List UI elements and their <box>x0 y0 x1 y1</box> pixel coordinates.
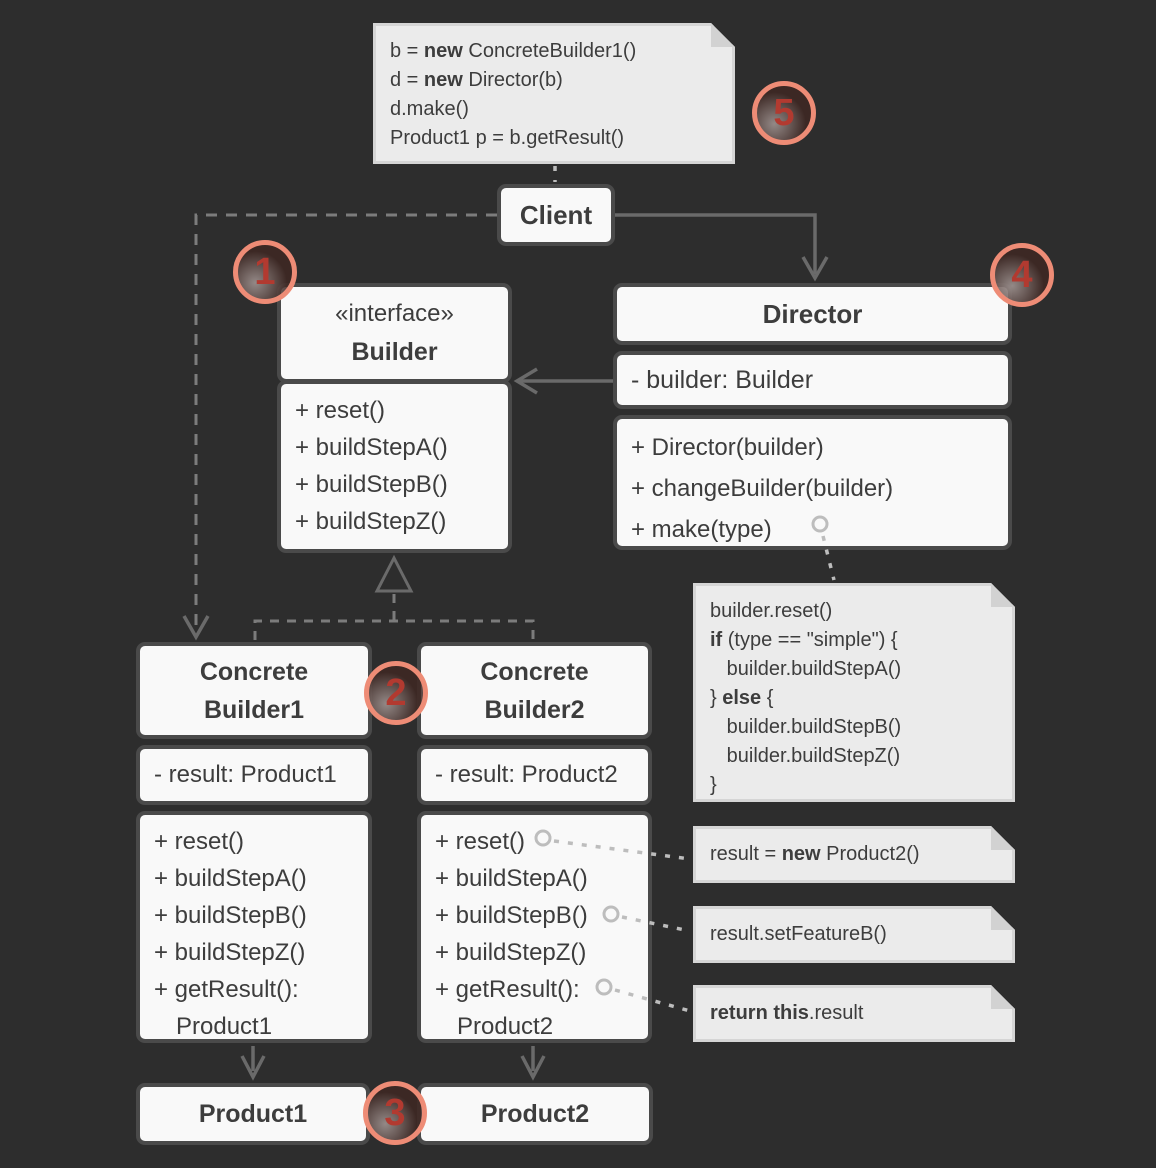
member-line: + buildStepA() <box>435 865 588 892</box>
note-line: b = new ConcreteBuilder1() <box>390 40 637 62</box>
member-line: Product2 <box>457 1013 554 1040</box>
member-line: + reset() <box>295 397 386 424</box>
association-client-director-line <box>615 213 817 274</box>
class-title-concrete-builder2-line2: Builder2 <box>484 695 585 724</box>
class-box-client: Client <box>497 184 615 246</box>
realization-branch-line <box>253 619 535 640</box>
class-methods-concrete-builder2: + reset() + buildStepA() + buildStepB() + b… <box>417 811 652 1043</box>
member-line: + getResult(): <box>435 976 580 1003</box>
note-line: if (type == "simple") { <box>710 629 898 651</box>
member-line: + buildStepZ() <box>295 508 447 535</box>
note-line: builder.buildStepZ() <box>710 745 901 767</box>
member-line: + buildStepB() <box>295 471 448 498</box>
note-line: builder.buildStepB() <box>710 716 902 738</box>
generalization-triangle-icon <box>374 554 414 593</box>
note-line: result.setFeatureB() <box>710 923 887 945</box>
class-title-concrete-builder1-line1: Concrete <box>199 657 309 686</box>
note-client-usage: b = new ConcreteBuilder1() d = new Direc… <box>373 23 735 164</box>
class-box-product1: Product1 <box>136 1083 370 1145</box>
member-line: + reset() <box>154 828 245 855</box>
class-title-concrete-builder1-line2: Builder1 <box>203 695 305 724</box>
arrowhead-dependency-icon <box>182 615 210 641</box>
member-line: + reset() <box>435 828 526 855</box>
member-line: + buildStepZ() <box>435 939 587 966</box>
member-line: + make(type) <box>631 516 772 543</box>
member-line: + buildStepZ() <box>154 939 306 966</box>
note-line: d.make() <box>390 98 469 120</box>
class-box-product2: Product2 <box>417 1083 653 1145</box>
class-attribute-director: - builder: Builder <box>613 351 1012 409</box>
arrowhead-director-icon <box>801 256 829 282</box>
class-methods-director: + Director(builder) + changeBuilder(build… <box>613 415 1012 550</box>
note-reset-implementation: result = new Product2() <box>693 826 1015 883</box>
class-attribute-concrete-builder2: - result: Product2 <box>417 745 652 805</box>
note-line: d = new Director(b) <box>390 69 563 91</box>
note-line: } else { <box>710 687 774 709</box>
class-header-builder: «interface» Builder <box>277 283 512 383</box>
note-line: Product1 p = b.getResult() <box>390 127 625 149</box>
member-line: + buildStepA() <box>154 865 307 892</box>
member-line: + buildStepB() <box>154 902 307 929</box>
note-line: builder.reset() <box>710 600 833 622</box>
step-badge-4: 4 <box>990 243 1054 307</box>
class-title-concrete-builder2-line1: Concrete <box>480 657 589 686</box>
class-methods-builder: + reset() + buildStepA() + buildStepB() + b… <box>277 380 512 553</box>
step-badge-5: 5 <box>752 81 816 145</box>
class-title-product2: Product2 <box>480 1100 590 1128</box>
class-header-concrete-builder2: Concrete Builder2 <box>417 642 652 739</box>
member-line: + changeBuilder(builder) <box>631 475 894 502</box>
note-line: builder.buildStepA() <box>710 658 902 680</box>
note-line: result = new Product2() <box>710 843 920 865</box>
class-header-director: Director <box>613 283 1012 345</box>
member-line: + buildStepB() <box>435 902 588 929</box>
class-methods-concrete-builder1: + reset() + buildStepA() + buildStepB() + b… <box>136 811 372 1043</box>
arrowhead-product1-icon <box>240 1055 266 1081</box>
member-line: + Director(builder) <box>631 434 824 461</box>
note-buildstepb-implementation: result.setFeatureB() <box>693 906 1015 963</box>
member-line: + getResult(): <box>154 976 299 1003</box>
member-line: + buildStepA() <box>295 434 448 461</box>
note-line: } <box>710 774 717 796</box>
step-badge-2: 2 <box>364 661 428 725</box>
arrowhead-builder-icon <box>513 367 538 395</box>
arrowhead-product2-icon <box>520 1055 546 1081</box>
class-title-builder: Builder <box>351 338 438 366</box>
class-title-director: Director <box>762 299 863 329</box>
note-make-implementation: builder.reset() if (type == "simple") { … <box>693 583 1015 802</box>
class-title-product1: Product1 <box>198 1100 308 1128</box>
step-badge-3: 3 <box>363 1081 427 1145</box>
note-getresult-implementation: return this.result <box>693 985 1015 1042</box>
member-line: Product1 <box>176 1013 273 1040</box>
class-title-client: Client <box>519 200 593 230</box>
step-badge-1: 1 <box>233 240 297 304</box>
note-line: return this.result <box>710 1002 864 1024</box>
class-header-concrete-builder1: Concrete Builder1 <box>136 642 372 739</box>
class-attribute-concrete-builder1: - result: Product1 <box>136 745 372 805</box>
builder-stereotype: «interface» <box>335 300 454 327</box>
